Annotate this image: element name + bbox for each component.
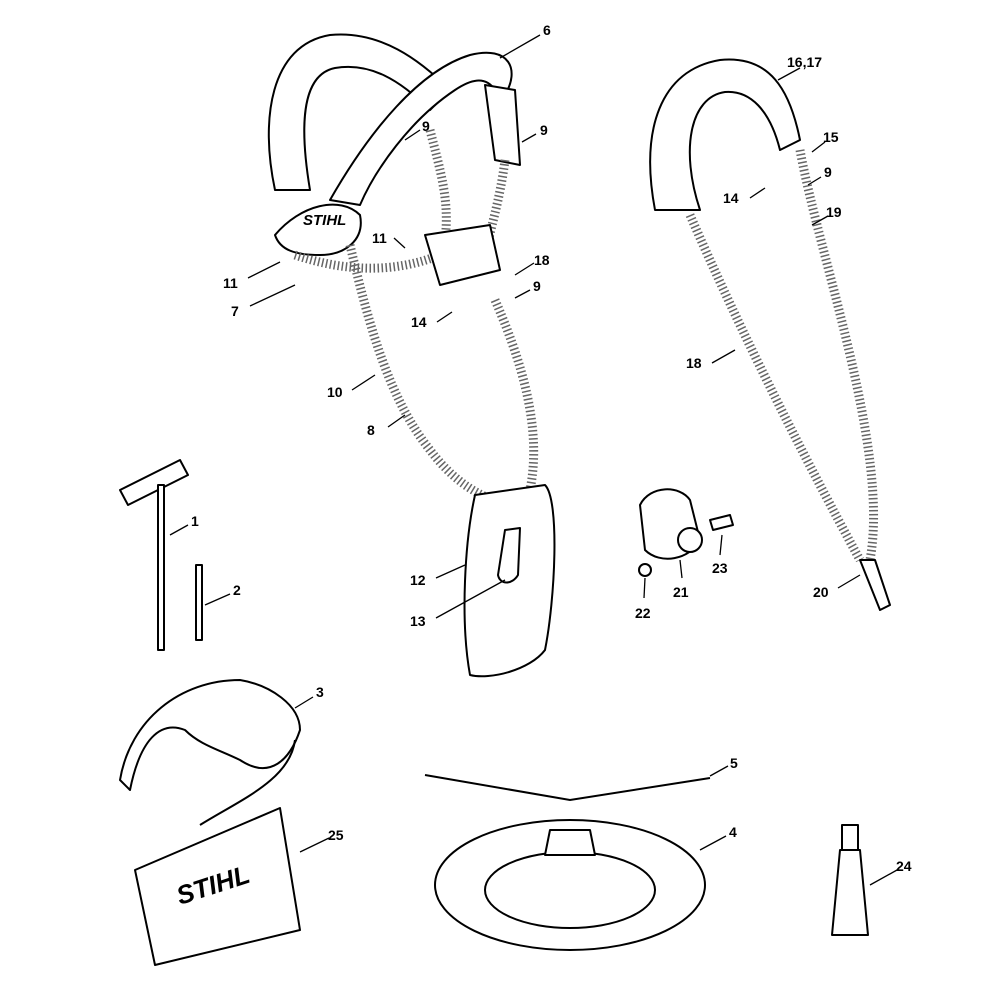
deflector-plate: [434, 819, 706, 951]
callout-20: 20: [813, 584, 829, 600]
callout-13: 13: [410, 613, 426, 629]
callout-9: 9: [533, 278, 541, 294]
wire-spring: [424, 774, 711, 802]
grease-tube: [831, 849, 869, 936]
pin: [195, 564, 203, 641]
callout-25: 25: [328, 827, 344, 843]
callout-11: 11: [223, 275, 238, 291]
callout-14: 14: [411, 314, 427, 330]
callout-18: 18: [534, 252, 550, 268]
callout-8: 8: [367, 422, 375, 438]
callout-2: 2: [233, 582, 241, 598]
callout-9: 9: [824, 164, 832, 180]
leader-lines: [169, 34, 898, 886]
callout-19: 19: [826, 204, 842, 220]
callout-7: 7: [231, 303, 239, 319]
callout-14: 14: [723, 190, 739, 206]
harness-logo: STIHL: [303, 212, 346, 229]
callout-labels: 6 16,17 9 9 15 9 14 19 11 18 11 9 7 14 1…: [191, 22, 912, 874]
callout-12: 12: [410, 572, 426, 588]
clamp-bore: [677, 527, 703, 553]
callout-5: 5: [730, 755, 738, 771]
callout-24: 24: [896, 858, 912, 874]
callout-16-17: 16,17: [787, 54, 822, 70]
carabiner-hook: [497, 527, 521, 584]
safety-glasses: [119, 679, 301, 791]
callout-15: 15: [823, 129, 839, 145]
callout-4: 4: [729, 824, 737, 840]
callout-18: 18: [686, 355, 702, 371]
combination-wrench: [119, 459, 189, 651]
callout-21: 21: [673, 584, 689, 600]
callout-9: 9: [540, 122, 548, 138]
callout-1: 1: [191, 513, 199, 529]
callout-10: 10: [327, 384, 343, 400]
callout-11: 11: [372, 230, 387, 246]
callout-22: 22: [635, 605, 651, 621]
callout-23: 23: [712, 560, 728, 576]
screw: [709, 514, 734, 531]
harness-shoulder-pads: STIHL: [267, 33, 539, 510]
callout-6: 6: [543, 22, 551, 38]
pouch: [134, 807, 301, 966]
single-shoulder-strap: [649, 58, 891, 611]
nut: [638, 563, 652, 577]
callout-9: 9: [422, 118, 430, 134]
callout-3: 3: [316, 684, 324, 700]
